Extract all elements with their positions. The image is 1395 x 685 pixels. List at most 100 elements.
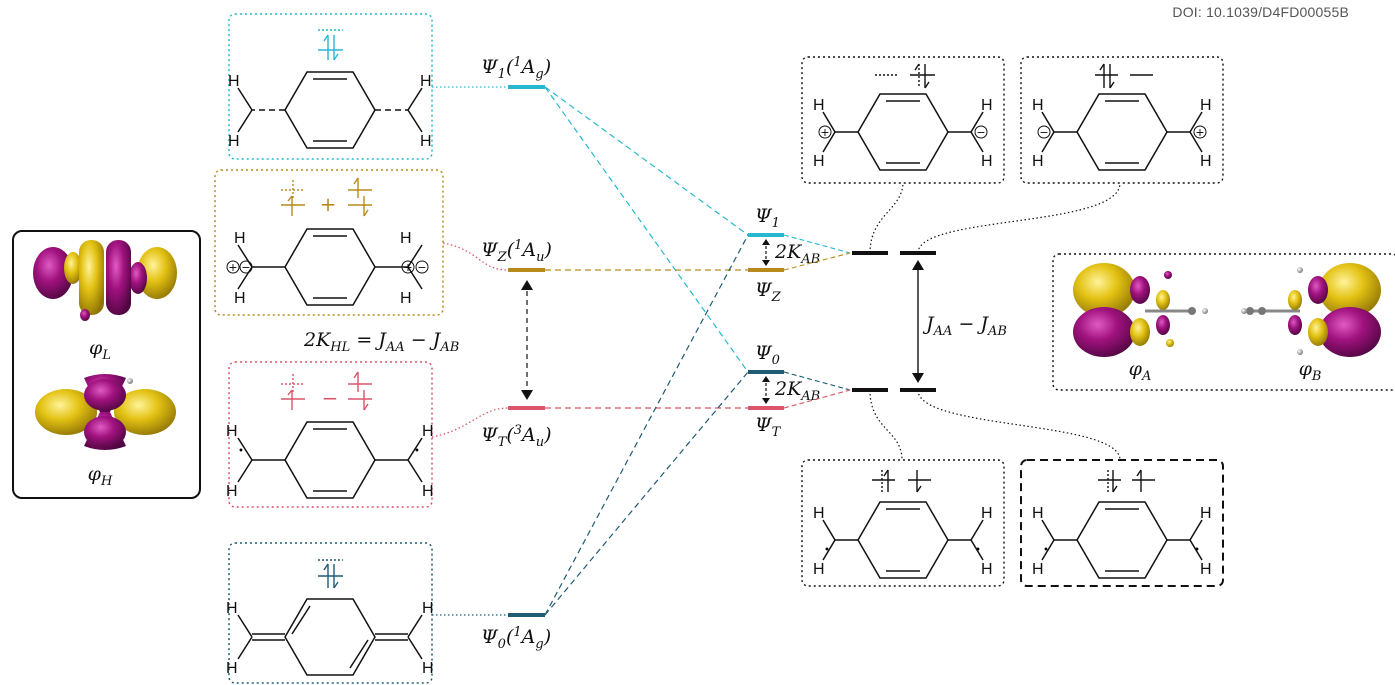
- doi-label: DOI: 10.1039/D4FD00055B: [1172, 4, 1349, 20]
- correlation-lines: [544, 86, 749, 616]
- svg-text:H: H: [1032, 153, 1044, 170]
- svg-text:H: H: [234, 290, 246, 307]
- svg-text:H: H: [981, 97, 993, 114]
- psiT-label: ΨT: [755, 414, 782, 440]
- svg-text:H: H: [420, 133, 432, 150]
- phi-L-orbital: [33, 240, 177, 321]
- svg-text:H: H: [226, 483, 238, 500]
- svg-text:H: H: [420, 73, 432, 90]
- svg-text:H: H: [422, 483, 434, 500]
- svg-text:+: +: [403, 261, 412, 274]
- svg-text:H: H: [228, 133, 240, 150]
- diradical-2-molecule: H H H H • •: [1032, 501, 1212, 579]
- psi1-molecule: H H H H: [228, 71, 432, 150]
- svg-text:•: •: [1194, 545, 1200, 556]
- psi0-label: Ψ0: [755, 342, 780, 368]
- psi1-config-arrows: [318, 29, 343, 61]
- svg-text:•: •: [414, 446, 420, 457]
- psi0-config-arrows: [318, 559, 343, 589]
- phi-B-label: φB: [1299, 358, 1322, 384]
- psiZ-structure-box: [214, 169, 444, 316]
- svg-text:−: −: [417, 261, 426, 274]
- svg-text:H: H: [1200, 153, 1212, 170]
- svg-text:H: H: [422, 423, 434, 440]
- psiT-structure-box: [228, 361, 433, 508]
- svg-text:+: +: [820, 126, 829, 139]
- psiT-molecule: H H H H • •: [226, 422, 434, 500]
- psi0-molecule: H H H H: [226, 598, 434, 677]
- KAB-arrows: [762, 239, 770, 404]
- svg-text:H: H: [1200, 97, 1212, 114]
- svg-text:−: −: [1039, 126, 1048, 139]
- KHL-equation: 2KHL = JAA − JAB: [303, 329, 459, 355]
- svg-text:H: H: [981, 505, 993, 522]
- phi-A-label: φA: [1129, 358, 1152, 384]
- psiZ-Au-label: ΨZ(1Au): [481, 238, 552, 265]
- J-difference-label: JAA − JAB: [922, 313, 1007, 339]
- svg-text:H: H: [813, 561, 825, 578]
- phi-B-orbital: [1241, 263, 1381, 357]
- svg-text:H: H: [1032, 505, 1044, 522]
- svg-text:H: H: [226, 423, 238, 440]
- psi1-Ag-label: Ψ1(1Ag): [481, 55, 551, 82]
- phi-H-orbital: [35, 374, 176, 450]
- svg-text:H: H: [813, 97, 825, 114]
- svg-text:+: +: [1195, 126, 1204, 139]
- frontier-orbital-panel: [12, 230, 201, 499]
- svg-text:H: H: [981, 153, 993, 170]
- psiZ-config-arrows: [281, 177, 372, 217]
- diradical-1-molecule: H H H H • •: [813, 501, 993, 579]
- phi-A-orbital: [1073, 263, 1208, 357]
- diabatic-to-box-connectors: [869, 182, 1121, 461]
- svg-text:H: H: [228, 73, 240, 90]
- diradical-1-config: [872, 469, 931, 493]
- psiZ-config-plus: +: [320, 192, 337, 216]
- zwitterion-box-2: [1020, 56, 1224, 184]
- svg-text:H: H: [1032, 97, 1044, 114]
- zwitterion-2-config: [1095, 63, 1153, 89]
- svg-text:−: −: [241, 261, 250, 274]
- diradical-box-1: [801, 459, 1005, 587]
- psiT-Au-label: ΨT(3Au): [481, 423, 552, 450]
- svg-text:H: H: [226, 600, 238, 617]
- svg-text:•: •: [824, 545, 830, 556]
- svg-text:H: H: [400, 290, 412, 307]
- psi0-Ag-label: Ψ0(1Ag): [481, 625, 551, 652]
- svg-text:•: •: [1043, 545, 1049, 556]
- svg-text:H: H: [1032, 561, 1044, 578]
- svg-text:−: −: [976, 126, 985, 139]
- svg-text:H: H: [1200, 561, 1212, 578]
- svg-text:H: H: [226, 660, 238, 677]
- diradical-box-2: [1020, 459, 1224, 587]
- psiT-config-minus: −: [322, 386, 339, 410]
- left-state-levels: [508, 85, 545, 617]
- svg-text:H: H: [234, 230, 246, 247]
- svg-text:H: H: [400, 230, 412, 247]
- psi1-label: Ψ1: [755, 205, 780, 231]
- right-state-levels: [748, 233, 784, 410]
- svg-text:H: H: [422, 600, 434, 617]
- psi1-structure-box: [228, 13, 433, 160]
- svg-text:H: H: [1200, 505, 1212, 522]
- pair-to-diabatic-lines: [783, 234, 851, 409]
- diabatic-levels: [852, 251, 936, 392]
- svg-text:•: •: [238, 446, 244, 457]
- phi-L-label: φL: [89, 337, 111, 363]
- zwitterion-box-1: [801, 56, 1005, 184]
- svg-text:H: H: [422, 660, 434, 677]
- phi-H-label: φH: [88, 463, 113, 489]
- svg-text:+: +: [228, 261, 237, 274]
- psiZ-molecule: H H H H + − + −: [226, 229, 429, 307]
- zwitterion-2-molecule: H H H H − +: [1032, 93, 1212, 171]
- zwitterion-1-molecule: H H H H + −: [813, 93, 993, 171]
- svg-text:H: H: [981, 561, 993, 578]
- svg-text:•: •: [975, 545, 981, 556]
- svg-text:H: H: [813, 153, 825, 170]
- KHL-gap-arrow: [521, 280, 533, 400]
- diradical-2-config: [1098, 469, 1155, 493]
- psiT-config-arrows: [281, 371, 372, 411]
- psi0-structure-box: [228, 542, 433, 684]
- zwitterion-1-config: [875, 63, 935, 89]
- KAB-top-label: 2KAB: [774, 241, 820, 267]
